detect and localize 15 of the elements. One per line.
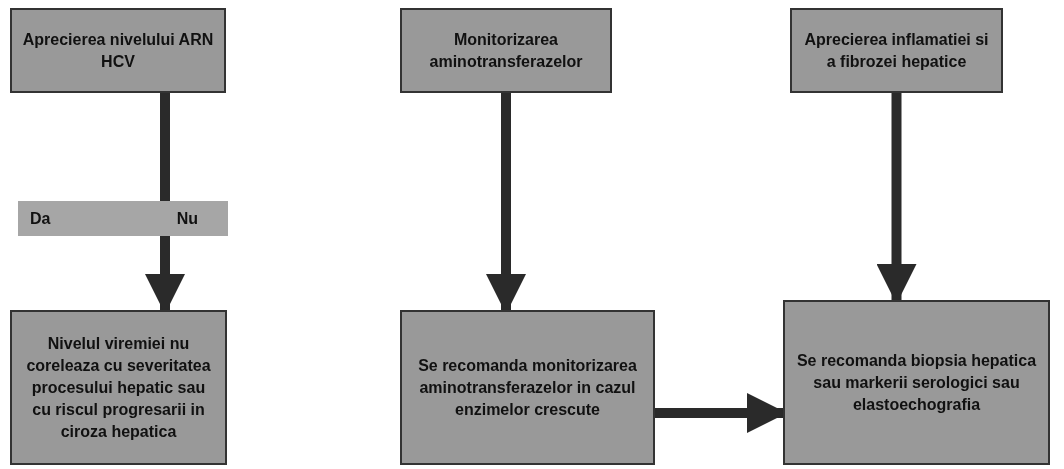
process-box: [400, 310, 655, 465]
decision-band: [18, 201, 228, 236]
box-text: Aprecierea nivelului ARN HCV: [22, 29, 214, 72]
process-box: [10, 310, 227, 465]
box-text: Se recomanda biopsia hepatica sau markerii serologici sau elastoechografia: [795, 350, 1038, 415]
box-text: Nivelul viremiei nu coreleaza cu severitatea procesului hepatic sau cu riscul progresarii in ciroza hepatica: [25, 333, 212, 442]
process-box: [10, 8, 226, 93]
process-box: [790, 8, 1003, 93]
branch-label: Nu: [176, 208, 198, 229]
box-text: Se recomanda monitorizarea aminotransferazelor in cazul enzimelor crescute: [417, 355, 638, 420]
process-box: [783, 300, 1050, 465]
branch-label: Da: [30, 208, 51, 229]
box-text: Monitorizarea aminotransferazelor: [428, 29, 584, 72]
process-box: [400, 8, 612, 93]
box-text: Aprecierea inflamatiei si a fibrozei hepatice: [803, 29, 990, 72]
